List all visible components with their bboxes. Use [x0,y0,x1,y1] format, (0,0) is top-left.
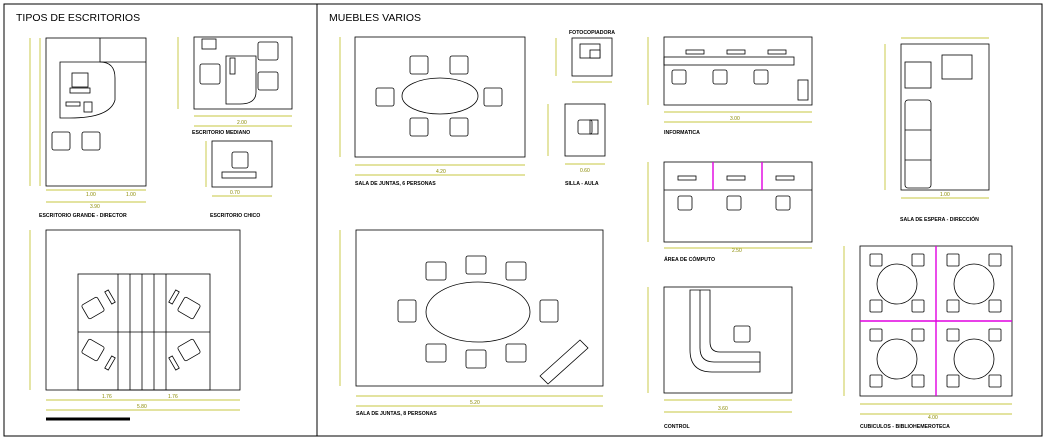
dim-cubiculos: 4.00 [928,415,938,421]
cubiculos-plan [843,245,1013,415]
dim-grande-1: 1.00 [86,192,96,198]
dim-cluster-2: 1.76 [168,394,178,400]
label-area-computo: ÁREA DE CÓMPUTO [664,255,715,263]
fotocopiadora-plan [555,37,613,83]
control-plan [647,286,793,413]
label-sala-juntas-8: SALA DE JUNTAS, 8 PERSONAS [356,411,437,417]
dim-informatica: 3.00 [730,116,740,122]
escritorio-grande-plan [29,37,147,203]
sala-juntas-6-plan [339,36,526,176]
escritorio-chico-plan [205,140,273,197]
dim-cluster-1: 1.76 [102,394,112,400]
label-escritorio-mediano: ESCRITORIO MEDIANO [192,130,250,136]
label-escritorio-grande: ESCRITORIO GRANDE - DIRECTOR [39,213,127,219]
label-informatica: INFORMATICA [664,130,700,136]
workstation-cluster-plan [29,229,241,421]
label-silla-aula: SILLA - AULA [565,181,599,187]
dim-juntas6: 4.20 [436,169,446,175]
right-section-title: MUEBLES VARIOS [329,12,421,24]
dim-computo: 2.50 [732,248,742,254]
escritorio-mediano-plan [177,36,293,127]
label-cubiculos: CUBICULOS - BIBLIOHEMEROTECA [860,424,950,430]
dim-espera: 1.00 [940,192,950,198]
sala-espera-plan [884,37,990,199]
dim-grande-2: 1.00 [126,192,136,198]
label-escritorio-chico: ESCRITORIO CHICO [210,213,260,219]
area-computo-plan [647,161,813,249]
dim-silla: 0.60 [580,168,590,174]
dim-mediano: 2.00 [237,120,247,126]
dim-cluster-total: 5.80 [137,404,147,410]
label-sala-espera: SALA DE ESPERA - DIRECCIÓN [900,215,979,223]
dim-chico: 0.70 [230,190,240,196]
sala-juntas-8-plan [339,229,604,407]
silla-aula-plan [547,103,606,165]
dim-grande-total: 3.90 [90,204,100,210]
label-fotocopiadora: FOTOCOPIADORA [569,30,615,36]
dim-control: 3.60 [718,406,728,412]
dim-juntas8: 5.20 [470,400,480,406]
outer-frame [3,3,1043,437]
informatica-plan [647,36,813,123]
left-section-title: TIPOS DE ESCRITORIOS [16,12,140,24]
label-control: CONTROL [664,424,690,430]
label-sala-juntas-6: SALA DE JUNTAS, 6 PERSONAS [355,181,436,187]
